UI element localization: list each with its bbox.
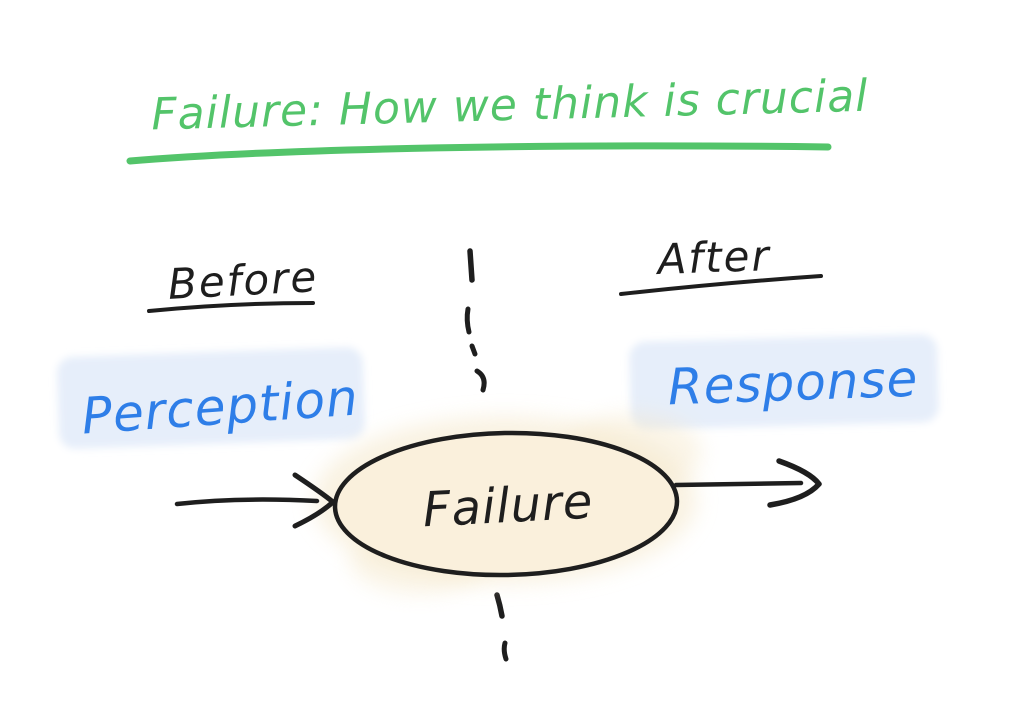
divider-dash-3 (469, 343, 478, 357)
divider-dash-5 (494, 592, 505, 619)
left-arrow-icon (174, 472, 336, 529)
failure-label: Failure (422, 474, 595, 539)
before-column: Before Perception (57, 252, 365, 449)
before-heading: Before (167, 252, 320, 309)
divider-dash-2 (464, 306, 472, 335)
title-underline (126, 142, 832, 165)
left-arrow-shaft (174, 497, 320, 507)
divider-dash-1 (467, 248, 475, 283)
right-arrow-head (767, 458, 822, 508)
divider-dash-4 (474, 368, 487, 393)
divider-dashed-line (464, 248, 509, 662)
response-label: Response (667, 350, 919, 417)
right-arrow-icon (673, 458, 822, 508)
after-column: After Response (619, 231, 939, 430)
right-arrow-shaft (673, 480, 804, 488)
before-heading-underline (147, 301, 315, 313)
left-arrow-head (292, 472, 336, 529)
after-heading: After (654, 231, 772, 284)
failure-node: Failure (313, 414, 702, 594)
after-heading-underline (619, 274, 823, 296)
failure-ellipse (332, 430, 680, 578)
divider-dash-6 (501, 640, 509, 662)
perception-highlight (57, 347, 365, 449)
response-highlight (629, 334, 939, 430)
